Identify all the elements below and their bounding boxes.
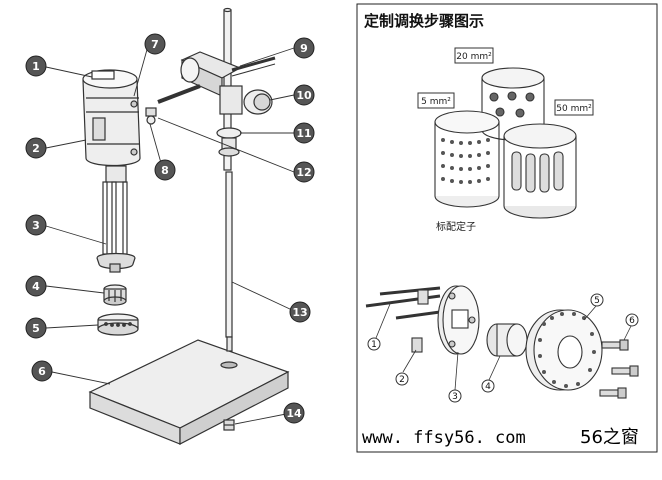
callout-11-label: 11 [296,127,311,140]
exploded-head-assembly [365,285,639,399]
size-label-20mm-text: 20 mm² [456,52,492,62]
assembly-num-3-label: 3 [452,392,458,402]
leader-lines [45,45,295,425]
assembly-num-6-label: 6 [629,316,635,326]
assembly-num-1-label: 1 [371,340,377,350]
callout-10-label: 10 [296,89,312,102]
callout-12: 12 [293,161,315,183]
watermark-name: 56之窗 [580,427,639,448]
retaining-screws [599,339,639,399]
size-label-50mm-text: 50 mm² [556,104,592,114]
callout-4-label: 4 [32,280,40,293]
motor-body [82,69,141,167]
callout-6: 6 [31,360,53,382]
support-rod [223,7,233,352]
dispersing-shaft [96,165,136,273]
size-label-50mm: 50 mm² [554,99,594,116]
callout-12-label: 12 [296,166,311,179]
callout-14-label: 14 [286,407,302,420]
assembly-num-2: 2 [395,372,409,386]
callout-3-label: 3 [32,219,40,232]
clamp-bosshead [157,51,276,115]
stator-caption: 标配定子 [436,220,476,233]
stirrer-assembly-drawing [45,7,295,445]
callout-10: 10 [293,84,315,106]
foot-screw [223,419,235,431]
callout-8: 8 [154,159,176,181]
callout-9-label: 9 [300,42,308,55]
assembly-num-5-label: 5 [594,296,600,306]
callout-7: 7 [144,33,166,55]
callout-3: 3 [25,214,47,236]
callout-1: 1 [25,55,47,77]
stator-ring [97,313,139,336]
stator-5mm-holes [441,138,490,184]
assembly-num-6: 6 [625,313,639,327]
callout-2: 2 [25,137,47,159]
assembly-num-2-label: 2 [399,375,405,385]
customization-panel: 定制调换步骤图示 [356,3,658,453]
callout-2-label: 2 [32,142,40,155]
rotor [103,284,127,306]
size-label-20mm: 20 mm² [454,47,494,64]
assembly-num-4-label: 4 [485,382,491,392]
stator-5mm [434,110,500,208]
coupling-screw [145,107,157,125]
clamp-ring [216,127,242,157]
callout-5-label: 5 [32,322,40,335]
callout-11: 11 [293,122,315,144]
callout-1-label: 1 [32,60,40,73]
stator-50mm [503,123,577,219]
callout-13: 13 [289,301,311,323]
size-label-5mm-text: 5 mm² [421,97,451,107]
callout-4: 4 [25,275,47,297]
assembly-num-1: 1 [367,337,381,351]
stator-set-illustration [434,67,577,219]
callout-5: 5 [25,317,47,339]
callout-6-label: 6 [38,365,46,378]
stator-20mm [481,67,545,141]
callout-8-label: 8 [161,164,169,177]
base-plate [88,339,290,445]
callout-14: 14 [283,402,305,424]
assembly-numbers: 1 2 3 4 5 6 [367,293,639,403]
panel-title: 定制调换步骤图示 [364,12,484,30]
callout-7-label: 7 [151,38,159,51]
callout-markers: 1 2 3 4 5 6 7 8 9 10 11 12 13 14 [25,33,315,424]
callout-13-label: 13 [292,306,307,319]
assembly-num-3: 3 [448,389,462,403]
callout-9: 9 [293,37,315,59]
assembly-num-4: 4 [481,379,495,393]
watermark-url: www. ffsy56. com [362,428,526,448]
size-label-5mm: 5 mm² [417,92,455,109]
assembly-num-5: 5 [590,293,604,307]
